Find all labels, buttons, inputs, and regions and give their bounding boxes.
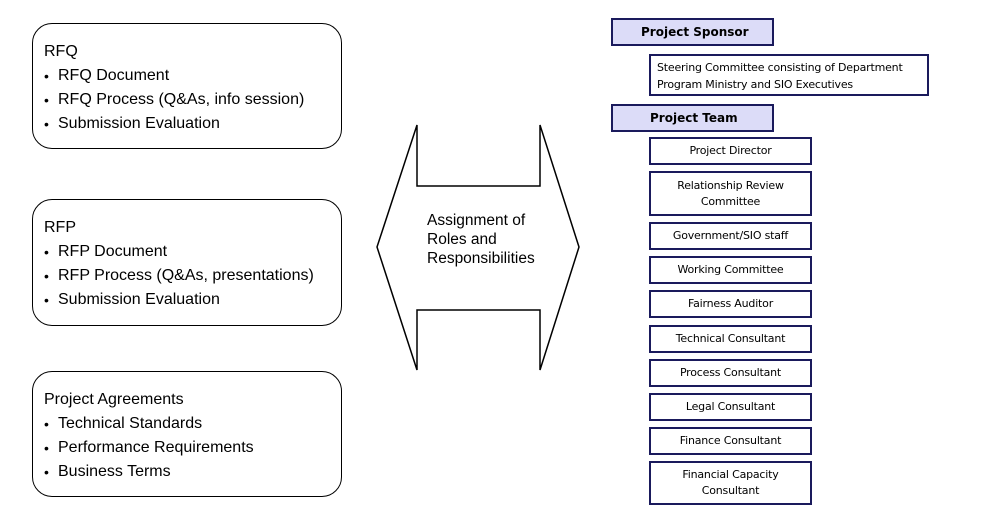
role-label: Committee	[700, 194, 761, 208]
list-item: RFP Process (Q&As, presentations)	[44, 264, 341, 288]
role-label: Finance Consultant	[679, 434, 782, 447]
steering-committee-line: Steering Committee consisting of Departm…	[657, 61, 903, 74]
rfp-list: RFP Document RFP Process (Q&As, presenta…	[44, 240, 341, 312]
project-agreements-list: Technical Standards Performance Requirem…	[44, 412, 341, 484]
list-item: Submission Evaluation	[44, 112, 341, 136]
role-label: Technical Consultant	[675, 332, 786, 345]
list-item: Submission Evaluation	[44, 288, 341, 312]
role-label: Process Consultant	[679, 366, 782, 379]
project-team-header: Project Team	[611, 104, 774, 132]
rfp-box: RFP RFP Document RFP Process (Q&As, pres…	[32, 199, 342, 326]
list-item: RFQ Document	[44, 64, 341, 88]
steering-committee-line: Program Ministry and SIO Executives	[657, 78, 853, 91]
role-label: Working Committee	[677, 263, 784, 276]
role-label: Financial Capacity	[682, 468, 779, 481]
role-label: Government/SIO staff	[672, 229, 789, 242]
role-project-director: Project Director	[649, 137, 812, 165]
role-label: Fairness Auditor	[687, 297, 774, 310]
project-sponsor-header: Project Sponsor	[611, 18, 774, 46]
rfq-title: RFQ	[44, 43, 78, 60]
project-team-label: Project Team	[650, 111, 738, 125]
role-process-consultant: Process Consultant	[649, 359, 812, 387]
arrow-label-line: Responsibilities	[427, 250, 535, 267]
role-legal-consultant: Legal Consultant	[649, 393, 812, 421]
rfq-list: RFQ Document RFQ Process (Q&As, info ses…	[44, 64, 341, 136]
arrow-label-line: Assignment of	[427, 212, 526, 229]
role-financial-capacity-consultant: Financial Capacity Consultant	[649, 461, 812, 505]
project-agreements-box: Project Agreements Technical Standards P…	[32, 371, 342, 497]
role-government-sio-staff: Government/SIO staff	[649, 222, 812, 250]
role-label: Legal Consultant	[685, 400, 776, 413]
list-item: Technical Standards	[44, 412, 341, 436]
role-working-committee: Working Committee	[649, 256, 812, 284]
project-sponsor-label: Project Sponsor	[641, 25, 749, 39]
role-technical-consultant: Technical Consultant	[649, 325, 812, 353]
project-agreements-title: Project Agreements	[44, 391, 184, 408]
role-fairness-auditor: Fairness Auditor	[649, 290, 812, 318]
role-label: Consultant	[701, 484, 760, 497]
steering-committee-box: Steering Committee consisting of Departm…	[649, 54, 929, 96]
list-item: RFQ Process (Q&As, info session)	[44, 88, 341, 112]
rfq-box: RFQ RFQ Document RFQ Process (Q&As, info…	[32, 23, 342, 149]
arrow-label-line: Roles and	[427, 231, 497, 248]
role-label: Project Director	[689, 144, 772, 157]
list-item: Business Terms	[44, 460, 341, 484]
list-item: RFP Document	[44, 240, 341, 264]
rfp-title: RFP	[44, 219, 76, 236]
list-item: Performance Requirements	[44, 436, 341, 460]
role-finance-consultant: Finance Consultant	[649, 427, 812, 455]
arrow-label: Assignment of Roles and Responsibilities	[427, 211, 535, 268]
role-label: Relationship Review	[677, 178, 784, 192]
role-relationship-review-committee: Relationship Review Committee	[649, 171, 812, 216]
double-arrow-outline	[376, 124, 580, 371]
